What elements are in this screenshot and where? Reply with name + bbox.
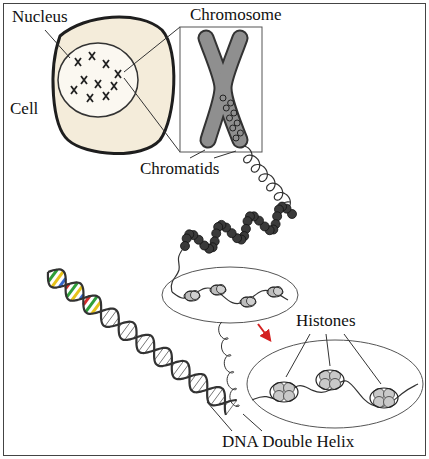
base-pair	[192, 375, 204, 391]
mini-chromosome	[71, 86, 77, 94]
chromatin-loop	[230, 125, 236, 131]
zoom-line	[124, 78, 180, 152]
chromatin-loop	[228, 100, 234, 106]
chromatin-loop	[220, 95, 226, 101]
base-pairs	[48, 269, 237, 414]
dna-wrap	[240, 297, 256, 307]
chromatin-loop	[223, 105, 229, 111]
chromatin-texture	[220, 95, 243, 141]
dna-wrap	[210, 285, 226, 295]
bead	[273, 212, 282, 221]
mini-chromosome	[103, 60, 109, 68]
mini-chromosome	[89, 52, 95, 60]
part-label: Nucleus	[12, 8, 68, 27]
part-label: DNA Double Helix	[222, 433, 354, 452]
zoom-box	[180, 27, 262, 152]
mini-chromosome	[87, 94, 93, 102]
chromatid-outline	[224, 38, 240, 140]
leader-line	[286, 334, 310, 377]
nucleus-chromosomes	[71, 52, 121, 102]
mini-chromosome	[95, 80, 101, 88]
leader-line	[344, 334, 381, 384]
mini-chromosome	[115, 70, 121, 78]
zoom-ellipse	[247, 340, 423, 428]
dna-fiber	[219, 322, 240, 407]
part-label: Chromosome	[190, 6, 282, 25]
base-pair	[158, 350, 170, 366]
helix-strand	[48, 269, 237, 405]
mini-chromosome	[81, 76, 87, 84]
nucleosomes	[270, 370, 398, 408]
leader-line	[326, 334, 330, 366]
part-label: Chromatids	[140, 160, 219, 179]
fiber-link	[171, 246, 185, 292]
base-pair	[105, 310, 117, 326]
chromatid	[224, 38, 240, 140]
leader-line	[214, 151, 236, 158]
chromatin-loop	[233, 135, 239, 141]
chromatin-loop	[231, 110, 237, 116]
dna-wrap	[184, 291, 200, 301]
base-pair	[211, 389, 223, 405]
dna-wrap	[270, 382, 298, 402]
generated-art	[48, 52, 418, 415]
zoom-line	[124, 27, 180, 72]
mini-chromosome	[111, 82, 117, 90]
dna-wrap	[267, 287, 283, 297]
mini-chromosome	[75, 58, 81, 66]
frame	[4, 4, 426, 456]
coil-string	[185, 207, 292, 249]
chromatin-fiber	[244, 146, 291, 210]
dna-wrap	[316, 370, 344, 390]
base-pair	[139, 335, 151, 351]
zoom-ellipse	[162, 267, 298, 323]
leader-line	[243, 414, 262, 431]
coiled-nucleosomes	[181, 202, 297, 253]
dna-wrap	[370, 388, 398, 408]
zoom-arrow	[258, 324, 270, 340]
chromatin-loop	[237, 130, 243, 136]
leader-line	[207, 402, 232, 431]
bead	[212, 229, 221, 238]
part-label: Histones	[296, 312, 356, 331]
small-nucleosomes	[184, 285, 283, 308]
leader-line	[190, 150, 205, 158]
cell-body	[53, 17, 174, 154]
part-label: Cell	[10, 100, 38, 119]
chromatin-loop	[234, 120, 240, 126]
mini-chromosome	[103, 92, 109, 100]
leader-line	[45, 30, 70, 58]
chromatin-loop	[227, 115, 233, 121]
